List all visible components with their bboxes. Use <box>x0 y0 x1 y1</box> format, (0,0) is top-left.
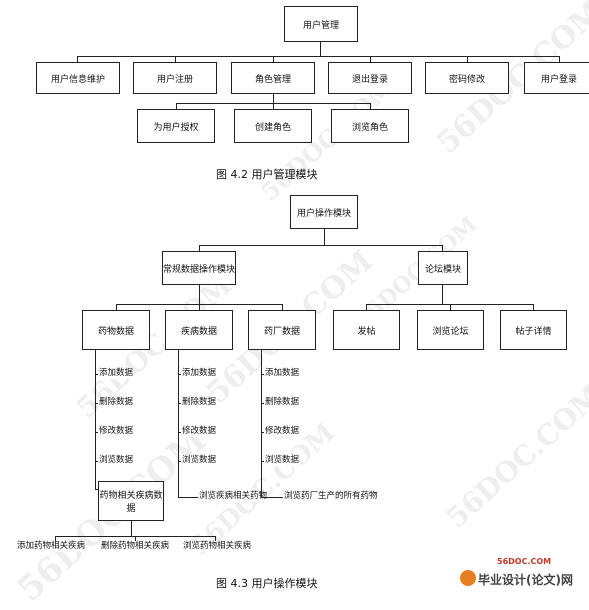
site-logo-icon <box>460 570 476 586</box>
connector <box>77 56 559 57</box>
connector <box>95 350 96 489</box>
connector <box>135 536 136 541</box>
fig43-disease-data-box: 疾病数据 <box>165 310 233 350</box>
connector <box>273 56 274 62</box>
fig43-disease-edit: 修改数据 <box>181 426 218 437</box>
connector <box>178 350 179 497</box>
fig43-add-drug-disease: 添加药物相关疾病 <box>16 541 87 552</box>
connector <box>178 461 182 462</box>
fig42-browse-role-box: 浏览角色 <box>331 109 409 143</box>
connector <box>370 103 371 109</box>
fig43-forum-box: 论坛模块 <box>418 251 468 285</box>
connector <box>199 285 200 304</box>
fig43-factory-browse: 浏览数据 <box>264 455 301 466</box>
fig42-create-role-box: 创建角色 <box>234 109 312 143</box>
connector <box>95 432 99 433</box>
connector <box>199 245 442 246</box>
fig42-logout-box: 退出登录 <box>328 62 412 94</box>
connector <box>95 403 99 404</box>
fig42-root-box: 用户管理 <box>284 6 358 42</box>
fig43-drug-disease-box: 药物相关疾病数据 <box>98 481 164 521</box>
fig43-disease-browse: 浏览数据 <box>181 455 218 466</box>
connector <box>282 304 283 310</box>
connector <box>178 403 182 404</box>
connector <box>559 56 560 62</box>
connector <box>533 304 534 310</box>
connector <box>261 497 283 498</box>
connector <box>178 432 182 433</box>
connector <box>261 432 265 433</box>
connector <box>95 461 99 462</box>
fig43-drug-delete: 删除数据 <box>98 397 135 408</box>
fig43-disease-related-drugs: 浏览疾病相关药物 <box>198 491 269 502</box>
connector <box>95 489 99 490</box>
connector <box>261 374 265 375</box>
connector <box>178 374 182 375</box>
connector <box>95 374 99 375</box>
fig42-user-info-box: 用户信息维护 <box>36 62 120 94</box>
connector <box>442 285 443 304</box>
connector <box>273 103 274 109</box>
fig43-factory-all-drugs: 浏览药厂生产的所有药物 <box>283 491 379 502</box>
fig43-delete-drug-disease: 删除药物相关疾病 <box>100 541 171 552</box>
connector <box>324 229 325 245</box>
fig42-role-mgmt-box: 角色管理 <box>231 62 315 94</box>
connector <box>273 94 274 103</box>
fig42-password-box: 密码修改 <box>425 62 509 94</box>
connector <box>131 521 132 536</box>
fig43-drug-add: 添加数据 <box>98 368 135 379</box>
fig42-caption: 图 4.2 用户管理模块 <box>216 168 318 181</box>
connector <box>320 42 321 56</box>
connector <box>199 304 200 310</box>
connector <box>116 304 117 310</box>
fig42-authorize-box: 为用户授权 <box>137 109 215 143</box>
site-logo-text: 毕业设计(论文)网 <box>478 573 573 587</box>
connector <box>450 304 451 310</box>
fig43-factory-delete: 删除数据 <box>264 397 301 408</box>
fig43-disease-delete: 删除数据 <box>181 397 218 408</box>
connector <box>176 103 177 109</box>
fig43-factory-add: 添加数据 <box>264 368 301 379</box>
connector <box>178 497 198 498</box>
fig43-caption: 图 4.3 用户操作模块 <box>216 577 318 590</box>
fig43-data-ops-box: 常规数据操作模块 <box>162 251 236 285</box>
connector <box>175 56 176 62</box>
connector <box>261 403 265 404</box>
connector <box>366 304 367 310</box>
connector <box>467 56 468 62</box>
fig43-post-detail-box: 帖子详情 <box>500 310 567 350</box>
fig43-browse-forum-box: 浏览论坛 <box>417 310 484 350</box>
fig43-drug-data-box: 药物数据 <box>82 310 150 350</box>
connector <box>366 304 533 305</box>
connector <box>261 350 262 497</box>
watermark: 56DOC.COM <box>440 378 589 535</box>
fig43-disease-add: 添加数据 <box>181 368 218 379</box>
site-logo-small-text: 56DOC.COM <box>497 557 552 566</box>
fig43-factory-edit: 修改数据 <box>264 426 301 437</box>
fig43-factory-data-box: 药厂数据 <box>248 310 316 350</box>
fig43-browse-drug-disease: 浏览药物相关疾病 <box>182 541 253 552</box>
connector <box>370 56 371 62</box>
fig43-post-box: 发帖 <box>333 310 400 350</box>
connector <box>199 245 200 251</box>
fig42-login-box: 用户登录 <box>524 62 589 94</box>
fig42-register-box: 用户注册 <box>133 62 217 94</box>
connector <box>215 536 216 541</box>
fig43-drug-edit: 修改数据 <box>98 426 135 437</box>
fig43-root-box: 用户操作模块 <box>290 195 358 229</box>
connector <box>77 56 78 62</box>
connector <box>261 461 265 462</box>
connector <box>55 536 56 541</box>
connector <box>442 245 443 251</box>
fig43-drug-browse: 浏览数据 <box>98 455 135 466</box>
